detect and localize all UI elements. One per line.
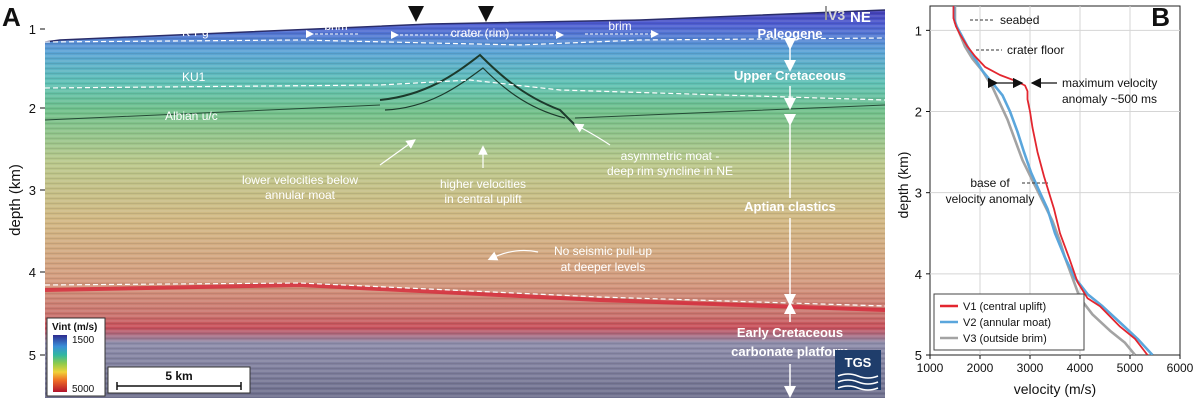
pullup-arrow [487,249,539,261]
chart-x-axis-label: velocity (m/s) [1014,381,1096,397]
panel-a-y-ticks: 1 2 3 4 5 [29,22,45,363]
series-line-v1-central-uplift [952,6,1149,355]
chart-ticks: 1000 2000 3000 4000 5000 6000 1 2 3 4 5 [915,23,1194,375]
base-text-2: velocity anomaly [946,192,1035,206]
unit-early-cretaceous-2: carbonate platform [731,344,849,359]
legend-box [933,293,1085,351]
pullup-text-1: No seismic pull-up [554,244,652,258]
seabed-reflector [45,9,885,43]
panel-a-y-tick-label: 2 [29,101,36,116]
tgs-logo: TGS [835,350,881,391]
panel-a-y-tick-label: 5 [29,348,36,363]
scale-bar-box [107,366,251,394]
kpg-horizon [44,37,886,46]
chart-series [952,6,1154,355]
carbonate-top-reflector [45,282,885,312]
series-line-v3-outside-brim [953,6,1137,355]
unit-early-cretaceous-1: Early Cretaceous [737,325,843,340]
colorbar-ramp [53,335,67,392]
central-uplift-reflector-2 [384,67,566,119]
unit-upper-cretaceous: Upper Cretaceous [734,68,846,83]
sw-label: SW [50,9,75,26]
colorbar-min: 1500 [72,335,95,346]
colorbar-max: 5000 [72,384,95,395]
crater-floor-annotation: crater floor [1007,43,1064,57]
seabed-annotation: seabed [1000,13,1039,27]
kpg-label: K-Pg [182,25,209,39]
moat-arrow [573,123,611,146]
moat-text-1: asymmetric moat - [621,149,720,163]
x-tick-label: 3000 [1017,361,1044,375]
albian-label: Albian u/c [165,109,218,123]
x-tick-label: 4000 [1067,361,1094,375]
pullup-text-2: at deeper levels [561,260,646,274]
panel-a-y-tick-label: 3 [29,183,36,198]
max-vel-text-1: maximum velocity [1062,76,1157,90]
lower-vel-arrow [379,139,416,166]
max-vel-text-2: anomaly ~500 ms [1062,92,1157,106]
x-tick-label: 1000 [917,361,944,375]
ne-label: NE [850,9,871,26]
higher-vel-text-2: in central uplift [444,192,522,206]
x-tick-label: 6000 [1167,361,1194,375]
crater-rim-label: crater (rim) [451,26,510,40]
colorbar-title: Vint (m/s) [52,322,97,333]
moat-text-2: deep rim syncline in NE [607,164,733,178]
v3-label: V3 [828,7,845,23]
chart-legend: V1 (central uplift) V2 (annular moat) V3 (… [933,293,1085,351]
velocity-colorbar: Vint (m/s) 1500 5000 [46,317,106,397]
unit-aptian: Aptian clastics [744,199,836,214]
y-tick-label: 1 [915,23,922,38]
panel-a-letter: A [2,2,21,32]
panel-a-y-tick-label: 4 [29,265,36,280]
aptian-base-horizon [44,282,886,307]
tgs-logo-waves [837,373,879,391]
panel-b-letter: B [1151,2,1170,32]
ku1-label: KU1 [182,70,206,84]
panel-a-seismic-section: A depth (km) 1 2 3 4 5 SW NE V2 V1 [2,2,886,398]
panel-b-velocity-profiles: 1000 2000 3000 4000 5000 6000 1 2 3 4 5 B velocity… [895,2,1194,397]
scale-bar-label: 5 km [165,369,192,383]
seismic-texture [45,4,885,398]
scale-bar-line [116,382,242,390]
brim-right-label: brim [608,19,631,33]
unit-paleogene: Paleogene [757,26,822,41]
y-tick-label: 2 [915,105,922,120]
v2-label: V2 [385,7,402,23]
x-tick-label: 5000 [1117,361,1144,375]
ku1-horizon [44,79,886,101]
brim-left-label: brim [324,19,347,33]
panel-a-y-axis-label: depth (km) [7,164,24,236]
v1-label: V1 [455,7,472,23]
panel-a-y-tick-label: 1 [29,22,36,37]
lower-vel-text-2: annular moat [265,188,336,202]
y-tick-label: 5 [915,348,922,363]
y-tick-label: 4 [915,267,922,282]
tgs-logo-text: TGS [845,355,872,370]
y-tick-label: 3 [915,186,922,201]
lower-vel-text-1: lower velocities below [242,173,358,187]
legend-label: V2 (annular moat) [963,317,1051,329]
legend-label: V1 (central uplift) [963,301,1046,313]
scale-bar: 5 km [107,366,251,394]
x-tick-label: 2000 [967,361,994,375]
upper-reflector [45,104,885,121]
base-text-1: base of [970,176,1010,190]
central-uplift-reflector [379,53,576,126]
higher-vel-text-1: higher velocities [440,177,526,191]
legend-label: V3 (outside brim) [963,333,1047,345]
chart-y-axis-label: depth (km) [895,152,911,219]
